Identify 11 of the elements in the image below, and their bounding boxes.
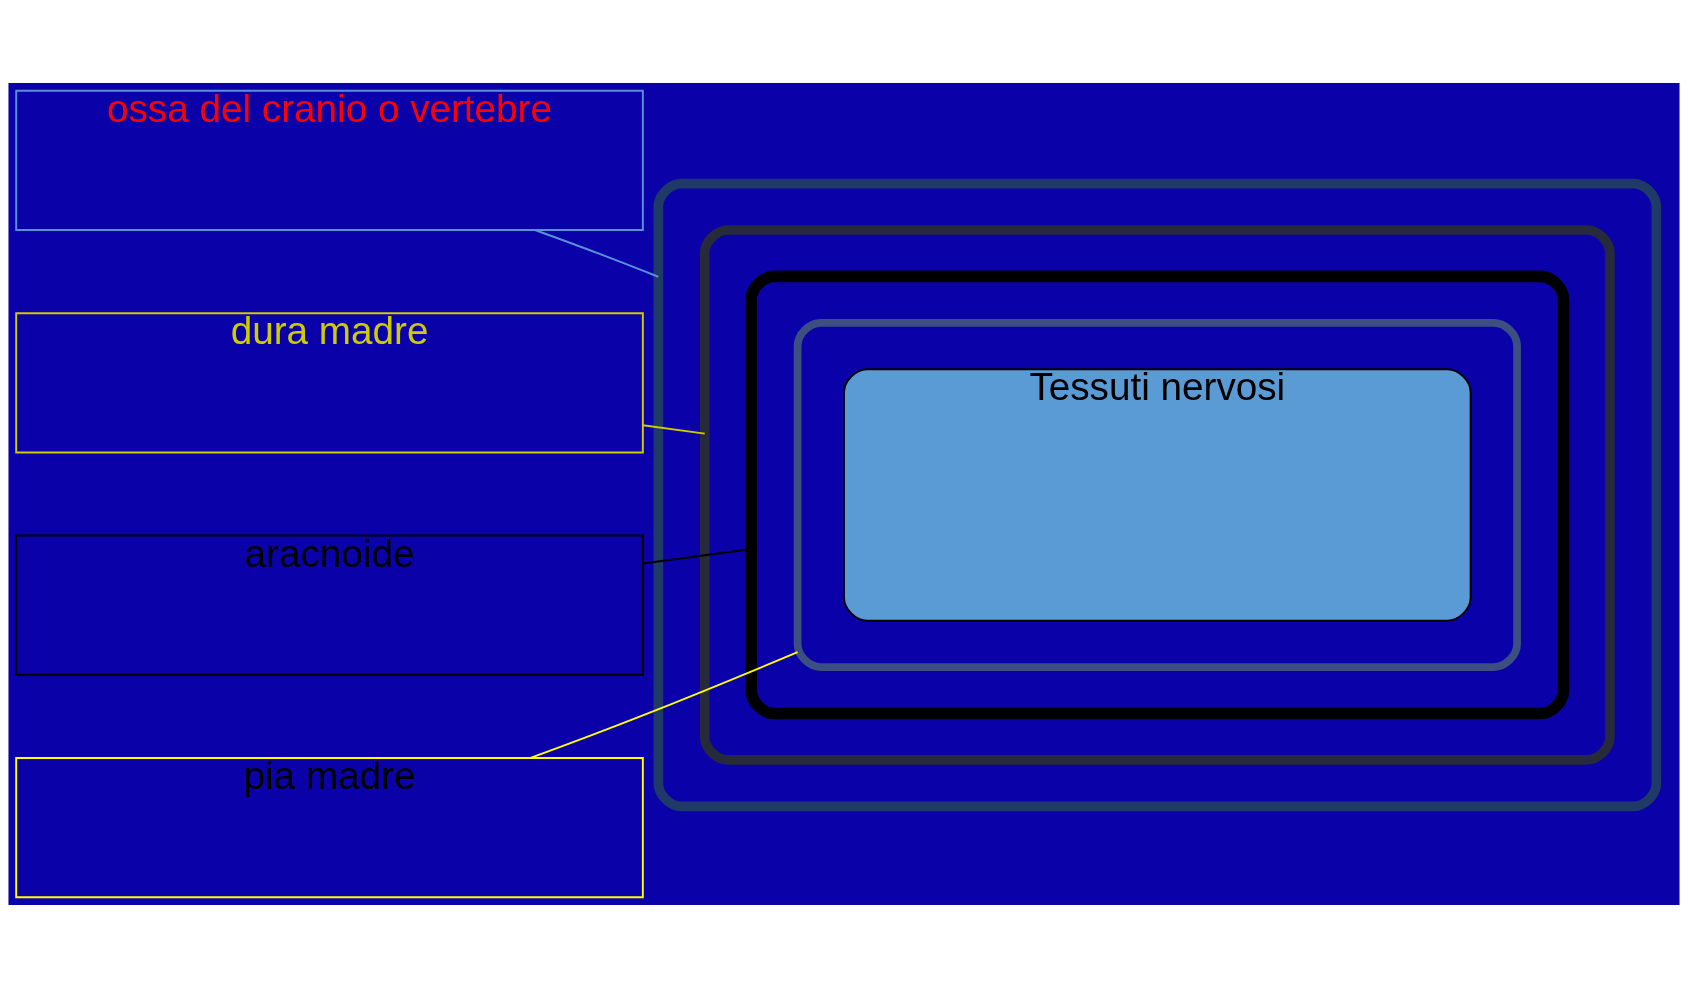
node-box: aracnoide <box>15 534 644 676</box>
cluster <box>793 318 1521 671</box>
node-box: ossa del cranio o vertebre <box>15 89 644 231</box>
node-box: Tessuti nervosi <box>843 367 1472 622</box>
connector <box>533 228 660 278</box>
node-box: pia madre <box>15 756 644 898</box>
cluster <box>699 224 1615 765</box>
node-box: dura madre <box>15 311 644 453</box>
cluster <box>653 178 1662 811</box>
connector <box>529 650 799 759</box>
cluster <box>745 270 1570 719</box>
